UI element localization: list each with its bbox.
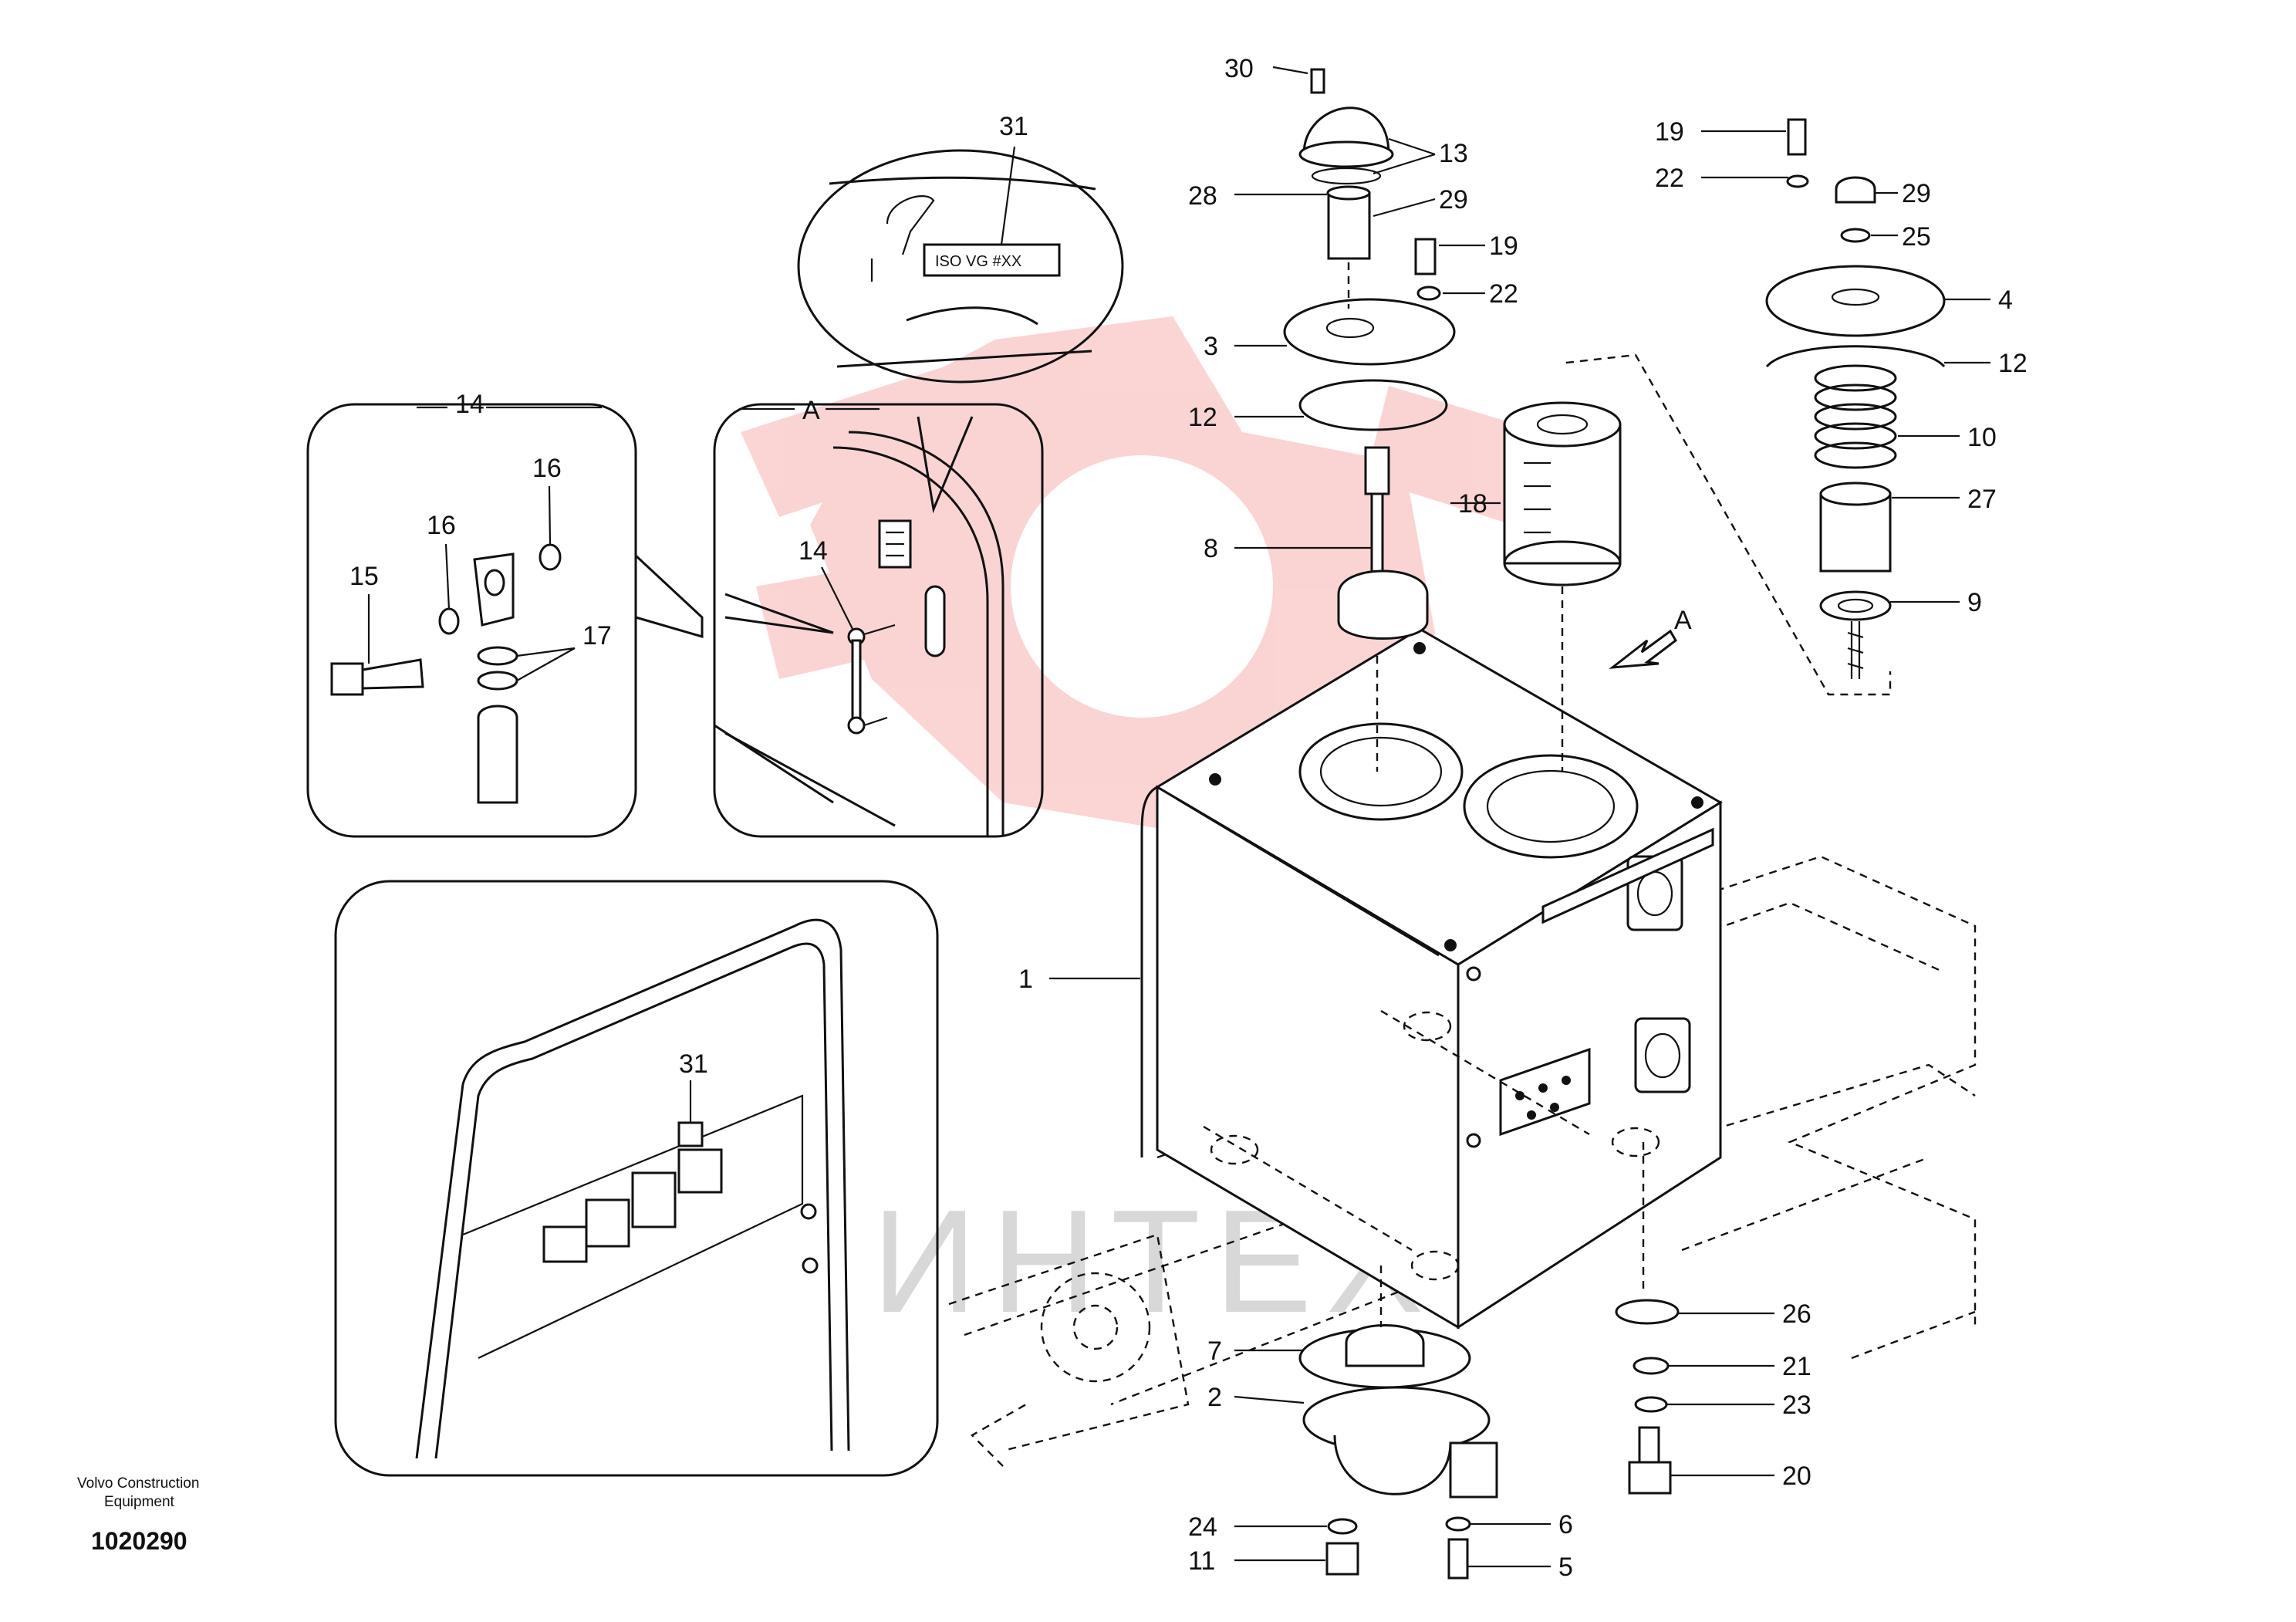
- callout-17: 17: [582, 621, 612, 650]
- callout-28: 28: [1188, 181, 1217, 211]
- callout-A-panel: A: [802, 396, 820, 425]
- callout-14-gauge: 14: [799, 536, 828, 566]
- tank-opening-left: [1298, 722, 1464, 821]
- callout-12-right: 12: [1998, 349, 2028, 378]
- callout-29-right: 29: [1902, 179, 1931, 208]
- callout-5: 5: [1558, 1553, 1573, 1582]
- watermark-emblem: [810, 316, 1435, 833]
- callout-19-left: 19: [1489, 231, 1518, 261]
- suction-outlet: [1298, 1265, 1498, 1580]
- callout-3: 3: [1204, 332, 1218, 361]
- callout-16-right: 16: [532, 454, 562, 483]
- callout-4: 4: [1998, 286, 2013, 315]
- callout-24: 24: [1188, 1512, 1217, 1542]
- callout-11: 11: [1188, 1546, 1215, 1576]
- breather-assembly: [1283, 68, 1456, 772]
- callout-2: 2: [1207, 1383, 1222, 1412]
- watermark-emblem-bar-3: [1366, 386, 1543, 525]
- company-line-1: Volvo Construction: [77, 1475, 199, 1492]
- door-label-c: [631, 1171, 677, 1228]
- callout-13: 13: [1439, 139, 1468, 168]
- callout-14-panel: 14: [455, 390, 485, 419]
- callout-1: 1: [1018, 965, 1033, 994]
- company-line-2: Equipment: [104, 1494, 175, 1510]
- callout-23: 23: [1782, 1391, 1811, 1420]
- callout-12-left: 12: [1188, 403, 1217, 432]
- footer: Volvo Construction Equipment 1020290: [77, 1475, 199, 1555]
- leader-lines: [1049, 66, 1990, 1568]
- callout-30: 30: [1224, 54, 1254, 83]
- callout-26: 26: [1782, 1299, 1811, 1329]
- hydraulic-tank: [1140, 627, 1723, 1330]
- watermark-emblem-hole: [1011, 455, 1273, 718]
- callout-A-arrow: A: [1674, 606, 1692, 635]
- return-filter: [1503, 353, 1892, 772]
- zoom-circle-31: ISO VG #XX: [797, 146, 1124, 384]
- spring-10: [1814, 364, 1897, 469]
- callout-6: 6: [1558, 1510, 1573, 1539]
- callout-8: 8: [1204, 534, 1218, 563]
- callout-labels: 30 13 28 29 19 22 3 12 18 8 19 22 29 25 …: [349, 54, 2028, 1582]
- watermark-emblem-bar-1: [741, 363, 988, 517]
- callout-9: 9: [1967, 588, 1982, 617]
- door-label-a: [542, 1225, 588, 1263]
- drawing-number: 1020290: [91, 1527, 187, 1555]
- oil-label-text: ISO VG #XX: [935, 253, 1021, 270]
- cover-plate-3: [1283, 298, 1456, 366]
- callout-22-left: 22: [1489, 279, 1518, 309]
- detail-panel-A: [713, 403, 1044, 838]
- callout-22-right: 22: [1655, 164, 1684, 193]
- callout-29-left: 29: [1439, 185, 1468, 215]
- callout-15: 15: [349, 562, 379, 591]
- callout-20: 20: [1782, 1461, 1811, 1491]
- callout-10: 10: [1967, 423, 1997, 452]
- callout-7: 7: [1207, 1336, 1222, 1366]
- view-arrow-A: [1609, 629, 1677, 669]
- door-label-b: [585, 1198, 630, 1248]
- watermark: [741, 316, 1543, 833]
- watermark-emblem-bar-2: [756, 556, 949, 679]
- callout-21: 21: [1782, 1352, 1811, 1381]
- tank-side-port-lower: [1634, 1017, 1691, 1093]
- door-panel: [334, 880, 939, 1477]
- suction-assembly: [1765, 118, 1946, 679]
- callout-31-door: 31: [679, 1049, 708, 1079]
- callout-16-left: 16: [427, 511, 456, 540]
- callout-25: 25: [1902, 222, 1931, 252]
- tank-mount-hardware: [1615, 1142, 1680, 1495]
- callout-19-right: 19: [1655, 117, 1684, 147]
- oil-label-zoomed: [923, 243, 1061, 277]
- callout-27: 27: [1967, 485, 1997, 514]
- callout-18: 18: [1458, 489, 1487, 519]
- door-label-d: [677, 1148, 723, 1194]
- cover-plate-4: [1765, 265, 1946, 337]
- detail-leader-lines: [367, 406, 880, 681]
- detail-panel-14: [306, 403, 834, 838]
- callout-31-zoom: 31: [999, 112, 1028, 141]
